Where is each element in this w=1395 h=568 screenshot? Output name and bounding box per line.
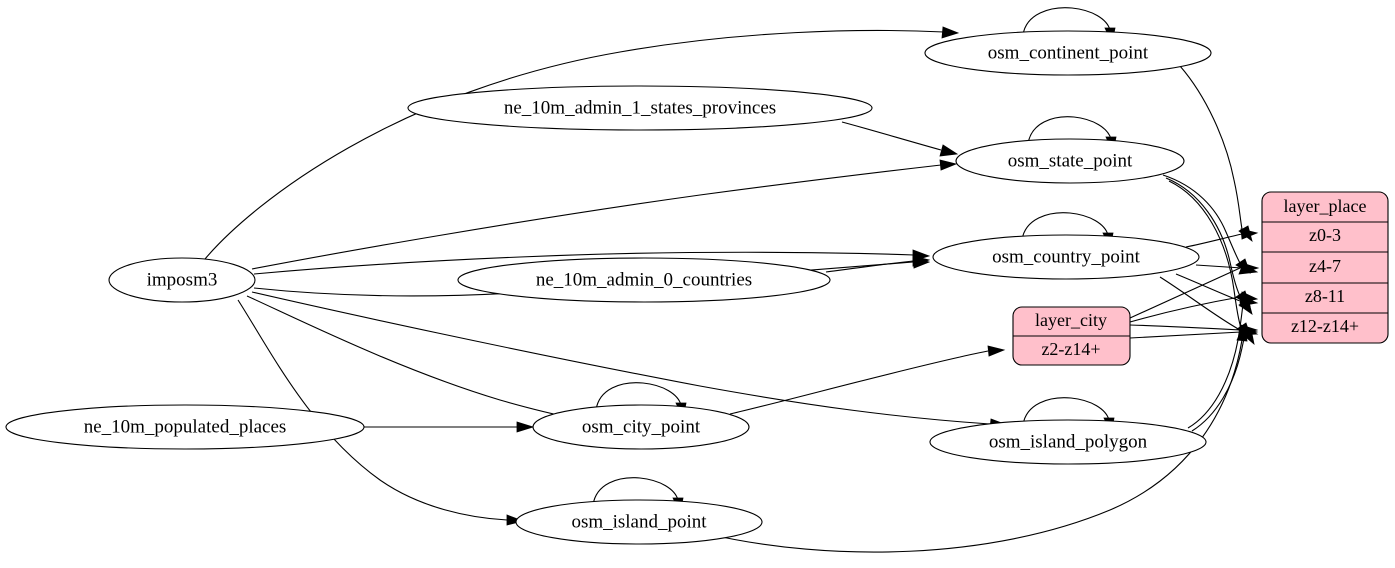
layer-place-title: layer_place: [1284, 196, 1367, 216]
layer-place-z8-11-row[interactable]: z8-11: [1305, 286, 1345, 306]
edge-self-osm-state-point: [1027, 116, 1112, 145]
layer-city-z2-row[interactable]: z2-z14+: [1041, 339, 1100, 359]
edge-imposm3-osm-island-polygon: [251, 291, 991, 425]
edge-osm-state-point-layer-place-z12-z14: [1168, 180, 1242, 329]
arrowhead: [1238, 298, 1253, 315]
node-osm-state-point[interactable]: osm_state_point: [955, 138, 1185, 184]
edge-ne-countries-osm-country-point: [825, 260, 914, 273]
arrowhead: [941, 26, 960, 39]
node-osm-island-polygon[interactable]: osm_island_polygon: [929, 419, 1207, 465]
edge-self-osm-city-point: [595, 382, 682, 411]
node-ne-states-label: ne_10m_admin_1_states_provinces: [504, 97, 776, 118]
node-layer: imposm3 ne_10m_admin_1_states_provinces …: [5, 30, 1212, 545]
edge-osm-country-point-layer-place-z0-3: [1185, 233, 1243, 248]
edge-imposm3-osm-island-point: [237, 299, 508, 521]
node-osm-island-polygon-label: osm_island_polygon: [989, 431, 1148, 452]
edge-imposm3-osm-country-point: [253, 251, 915, 275]
edge-layer-city-layer-place-z4-7: [1129, 296, 1241, 323]
edge-layer-city-layer-place-z0-3: [1129, 267, 1241, 319]
layer-place-z12-z14-row[interactable]: z12-z14+: [1291, 316, 1359, 336]
arrowhead: [939, 144, 959, 157]
node-ne-10m-admin-0-countries[interactable]: ne_10m_admin_0_countries: [457, 257, 831, 303]
node-imposm3[interactable]: imposm3: [108, 257, 256, 303]
node-osm-island-point-label: osm_island_point: [571, 511, 707, 532]
edge-self-osm-island-polygon: [1022, 397, 1110, 426]
record-layer-city[interactable]: layer_city z2-z14+: [1012, 306, 1131, 366]
node-ne-10m-populated-places[interactable]: ne_10m_populated_places: [5, 404, 365, 450]
edge-imposm3-osm-state-point: [251, 164, 942, 270]
node-osm-continent-point-label: osm_continent_point: [988, 42, 1149, 63]
edge-osm-island-point-layer-place-z12-z14: [707, 339, 1243, 553]
edge-layer-city-layer-place-z8-11: [1129, 324, 1242, 331]
arrowhead: [506, 514, 525, 526]
layer-place-z4-7-row[interactable]: z4-7: [1309, 256, 1341, 276]
edge-osm-state-point-layer-place-z8-11: [1165, 177, 1241, 297]
arrowhead: [912, 255, 931, 267]
edge-self-osm-country-point: [1021, 212, 1109, 241]
edge-osm-country-point-layer-place-z12-z14: [1159, 276, 1241, 331]
arrowhead: [516, 421, 535, 433]
node-ne-10m-admin-1-states-provinces[interactable]: ne_10m_admin_1_states_provinces: [407, 85, 873, 131]
node-osm-city-point-label: osm_city_point: [582, 416, 701, 437]
arrowhead: [1240, 228, 1259, 240]
arrowhead: [987, 345, 1006, 357]
node-ne-countries-label: ne_10m_admin_0_countries: [536, 269, 752, 290]
layer-place-z0-3-row[interactable]: z0-3: [1309, 225, 1341, 245]
node-osm-country-point[interactable]: osm_country_point: [932, 234, 1200, 280]
edge-osm-island-polygon-layer-place-z12-z14: [1191, 332, 1247, 432]
edge-osm-city-point-layer-city: [729, 350, 989, 415]
node-osm-island-point[interactable]: osm_island_point: [515, 499, 763, 545]
arrowhead: [939, 159, 958, 171]
arrowhead: [1236, 323, 1248, 342]
edge-imposm3-osm-city-point: [246, 295, 574, 419]
edge-self-osm-continent-point: [1022, 7, 1111, 36]
node-imposm3-label: imposm3: [147, 269, 218, 290]
edge-osm-island-polygon-layer-place-z8-11: [1187, 303, 1244, 429]
node-ne-populated-label: ne_10m_populated_places: [84, 416, 287, 437]
edge-osm-state-point-layer-place-z4-7: [1162, 174, 1241, 264]
record-layer: layer_city z2-z14+ layer_place z0-3 z4-7…: [1012, 191, 1389, 366]
edge-osm-country-point-layer-place-z8-11: [1175, 273, 1241, 302]
node-osm-continent-point[interactable]: osm_continent_point: [924, 30, 1212, 76]
arrowhead: [1238, 263, 1259, 275]
edge-ne-states-osm-state-point: [841, 121, 942, 151]
node-osm-city-point[interactable]: osm_city_point: [532, 404, 750, 450]
record-layer-place[interactable]: layer_place z0-3 z4-7 z8-11 z12-z14+: [1261, 191, 1389, 344]
edge-layer-city-layer-place-z12-z14: [1129, 331, 1242, 339]
node-osm-state-point-label: osm_state_point: [1008, 150, 1133, 171]
edge-self-osm-island-point: [592, 477, 679, 506]
layer-city-title: layer_city: [1035, 310, 1107, 330]
node-osm-country-point-label: osm_country_point: [992, 246, 1140, 267]
edge-osm-continent-point-layer-place-z0-3: [1179, 65, 1243, 230]
edge-osm-country-point-layer-place-z4-7: [1195, 264, 1243, 269]
edge-imposm3-osm-continent-point: [204, 29, 945, 260]
